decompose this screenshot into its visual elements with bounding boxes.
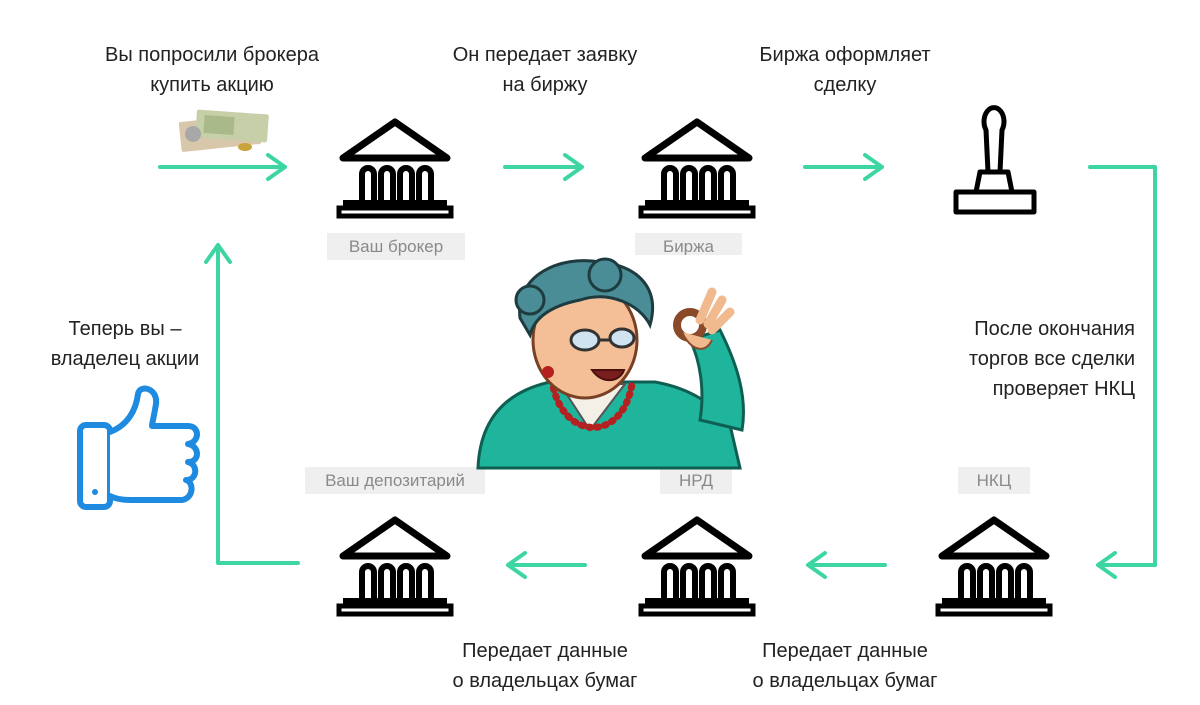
- caption-owner: Теперь вы – владелец акции: [50, 318, 200, 370]
- caption-ask-broker: Вы попросили брокера купить акцию: [105, 44, 319, 96]
- label-depository: Ваш депозитарий: [305, 467, 485, 494]
- bank-icon-depository: [339, 520, 451, 614]
- grandma-illustration: [476, 255, 750, 470]
- caption-to-exchange: Он передает заявку на биржу: [452, 44, 638, 96]
- caption-exchange-deal: Биржа оформляет сделку: [759, 44, 931, 96]
- bank-icon-broker: [339, 122, 451, 216]
- bank-icon-nkc: [938, 520, 1050, 614]
- label-broker: Ваш брокер: [327, 233, 465, 260]
- bank-icon-exchange: [641, 122, 753, 216]
- label-nkc: НКЦ: [958, 467, 1030, 494]
- caption-nkc-check: После окончания торгов все сделки провер…: [968, 318, 1135, 400]
- caption-nkc-to-nrd: Передает данные о владельцах бумаг: [752, 640, 938, 692]
- bank-icon-nrd: [641, 520, 753, 614]
- caption-nrd-to-depo: Передает данные о владельцах бумаг: [452, 640, 638, 692]
- stamp-icon: [953, 105, 1037, 215]
- money-icon: [178, 109, 269, 152]
- flow-lines: [158, 153, 1157, 579]
- thumbs-up-icon: [77, 385, 200, 510]
- label-nrd: НРД: [660, 467, 732, 494]
